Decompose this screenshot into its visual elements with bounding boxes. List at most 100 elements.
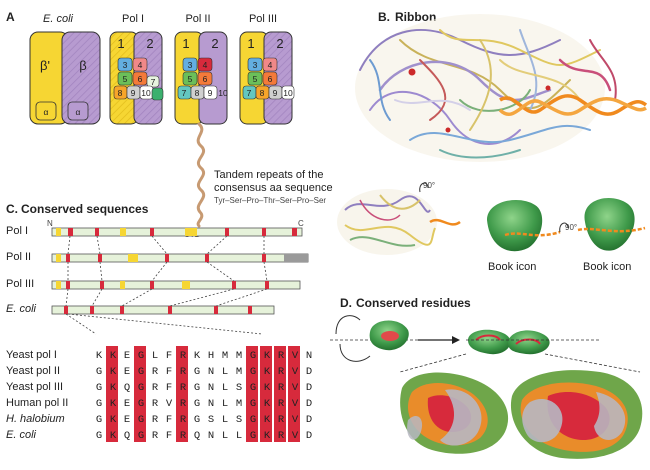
ecoli-title: E. coli	[43, 13, 74, 25]
pol1-sub3: 3	[123, 60, 128, 70]
tandem-line-1: Tandem repeats of the	[214, 169, 323, 181]
pol2-sub8: 8	[195, 88, 200, 98]
alignment-residue: N	[306, 350, 312, 362]
alignment-residue: E	[124, 350, 130, 362]
alpha-subunit-1	[35, 101, 57, 121]
alignment-residue: D	[306, 382, 312, 394]
conserved-column-highlight	[106, 346, 118, 442]
alignment-residue: V	[292, 398, 299, 410]
panel-c: C. Conserved sequences N C Pol I Pol II …	[6, 202, 312, 442]
alignment-residue: G	[138, 366, 144, 378]
alignment-residue: V	[292, 430, 299, 442]
alignment-residue: R	[180, 366, 187, 378]
alignment-residue: G	[96, 414, 102, 426]
alignment-residue: D	[306, 414, 312, 426]
pol1-sub8: 8	[118, 88, 123, 98]
alignment-residue: G	[250, 414, 256, 426]
alignment-species-label: E. coli	[6, 429, 37, 441]
sequence-bar-ecoli	[51, 305, 275, 315]
beta-subunit	[61, 31, 101, 125]
alignment-residue: G	[138, 350, 144, 362]
beta-label: β	[79, 58, 86, 73]
pol1-title: Pol I	[122, 13, 144, 25]
pol1-sub5: 5	[123, 74, 128, 84]
ribbon-side-view	[337, 189, 461, 255]
alignment-residue: N	[208, 382, 214, 394]
consensus-sequence: Tyr–Ser–Pro–Thr–Ser–Pro–Ser	[214, 196, 326, 205]
alignment-residue: G	[194, 366, 200, 378]
conserved-column-highlight	[274, 346, 286, 442]
c-terminus-label: C	[298, 219, 304, 228]
alignment-residue: R	[180, 382, 187, 394]
alignment-residue: D	[306, 366, 312, 378]
alignment-residue: K	[264, 366, 271, 378]
alignment-residue: D	[306, 398, 312, 410]
alignment-residue: N	[208, 366, 214, 378]
panel-b-letter: B.	[378, 10, 390, 24]
alignment-residue: R	[278, 430, 285, 442]
alignment-residue: K	[264, 382, 271, 394]
conserved-column-highlight	[260, 346, 272, 442]
ctd-tail	[196, 122, 206, 228]
alignment-species-label: Yeast pol II	[6, 365, 60, 377]
alignment-residue: K	[264, 350, 271, 362]
book-icon-side	[577, 198, 646, 251]
conserved-column-highlight	[134, 346, 146, 442]
panel-d-title: Conserved residues	[356, 296, 471, 310]
alignment-residue: Q	[194, 430, 200, 442]
alignment-species-label: H. halobium	[6, 413, 65, 425]
pol3-sub10: 10	[283, 88, 293, 98]
rotation-schematic	[330, 315, 460, 362]
alignment-residue: L	[152, 350, 158, 362]
alignment-species-label: Yeast pol I	[6, 349, 57, 361]
alignment-residue: R	[278, 350, 285, 362]
alignment-residue: G	[194, 382, 200, 394]
ecoli-polymerase-schematic: E. coli β' β α α	[29, 13, 101, 125]
panel-b: B. Ribbon 90°	[337, 10, 648, 273]
pol2-label-1: 1	[182, 36, 189, 51]
alignment-residue: G	[96, 398, 102, 410]
alignment-species-label: Human pol II	[6, 397, 68, 409]
panel-d: D. Conserved residues	[330, 296, 643, 459]
alignment-residue: G	[194, 398, 200, 410]
alignment-residue: R	[180, 430, 187, 442]
pol3-title: Pol III	[249, 13, 277, 25]
alignment-residue: L	[222, 430, 228, 442]
alignment-residue: K	[264, 398, 271, 410]
pol2-label-2: 2	[211, 36, 218, 51]
alignment-residue: F	[166, 366, 172, 378]
book-icon-label-1: Book icon	[488, 261, 536, 273]
row-label-ecoli: E. coli	[6, 303, 37, 315]
sequence-bar-pol2	[51, 253, 309, 263]
alignment-residue: R	[152, 398, 159, 410]
rotation-arrow-2	[559, 222, 569, 233]
alignment-residue: G	[250, 382, 256, 394]
pol3-sub8: 8	[260, 88, 265, 98]
alignment-residue: K	[264, 430, 271, 442]
rotation-arrow-1	[419, 182, 429, 193]
alignment-residue: G	[250, 430, 256, 442]
panel-c-title: Conserved sequences	[21, 202, 149, 216]
alignment-residue: G	[96, 366, 102, 378]
conserved-column-highlight	[288, 346, 300, 442]
alignment-residue: V	[292, 382, 299, 394]
alignment-residue: G	[250, 366, 256, 378]
alpha-label-2: α	[76, 107, 81, 117]
alignment-residue: D	[306, 430, 312, 442]
alignment-residue: N	[208, 398, 214, 410]
alignment-residue: F	[166, 382, 172, 394]
alignment-residue: E	[124, 398, 130, 410]
alignment-residue: R	[180, 414, 187, 426]
alignment-residue: K	[110, 430, 117, 442]
conserved-surface-top	[399, 329, 641, 373]
alignment-residue: G	[250, 350, 256, 362]
pol3-label-2: 2	[276, 36, 283, 51]
alignment-residue: S	[236, 382, 242, 394]
pol2-sub7: 7	[182, 88, 187, 98]
alignment-residue: G	[138, 382, 144, 394]
alpha-label-1: α	[44, 107, 49, 117]
pol2-schematic: Pol II 1 2 3 4 5 6 7 8 9 10 CTD	[174, 13, 228, 239]
alignment-residue: K	[110, 382, 117, 394]
